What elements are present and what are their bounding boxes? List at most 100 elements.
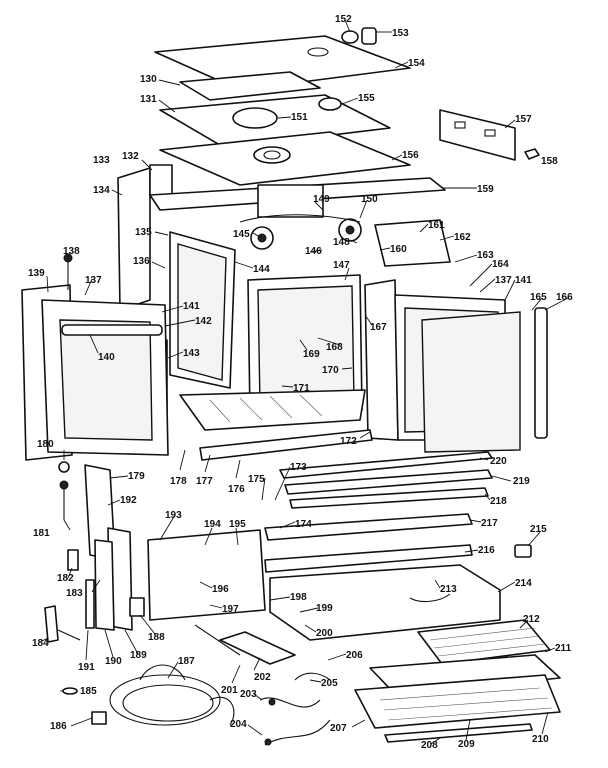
callout-141b: 141 xyxy=(515,275,532,286)
callout-178: 178 xyxy=(170,476,187,487)
callout-137b: 137 xyxy=(495,275,512,286)
lower-frame xyxy=(147,529,266,621)
callout-157: 157 xyxy=(515,114,532,125)
callout-150: 150 xyxy=(361,194,378,205)
top-panel-assembly xyxy=(154,27,540,186)
door-handle-bar xyxy=(61,324,163,336)
wiring-harness xyxy=(62,664,331,746)
callout-162: 162 xyxy=(454,232,471,243)
callout-130: 130 xyxy=(140,74,157,85)
callout-183: 183 xyxy=(66,588,83,599)
callout-187: 187 xyxy=(178,656,195,667)
callout-156: 156 xyxy=(402,150,419,161)
callout-216: 216 xyxy=(478,545,495,556)
callout-131: 131 xyxy=(140,94,157,105)
callout-194: 194 xyxy=(204,519,221,530)
hinge-block xyxy=(149,164,173,198)
broiler-pan xyxy=(369,654,561,695)
callout-191: 191 xyxy=(78,662,95,673)
hinge-184 xyxy=(44,605,59,643)
broiler-rail xyxy=(264,544,473,573)
nut-180 xyxy=(58,461,70,473)
callout-160: 160 xyxy=(390,244,407,255)
callout-174: 174 xyxy=(295,519,312,530)
small-fitting xyxy=(514,544,532,558)
left-door-glass xyxy=(59,319,153,441)
oven-floor xyxy=(179,389,366,431)
callout-179: 179 xyxy=(128,471,145,482)
callout-163: 163 xyxy=(477,250,494,261)
rear-door-frame xyxy=(364,279,399,441)
callout-135: 135 xyxy=(135,227,152,238)
rack-strip xyxy=(384,723,533,743)
callout-184: 184 xyxy=(32,638,49,649)
callout-213: 213 xyxy=(440,584,457,595)
top-panel xyxy=(154,35,411,91)
stem-191 xyxy=(85,579,95,629)
clip xyxy=(524,148,540,160)
callout-205: 205 xyxy=(321,678,338,689)
callout-208: 208 xyxy=(421,740,438,751)
callout-206: 206 xyxy=(346,650,363,661)
callout-145: 145 xyxy=(233,229,250,240)
callout-154: 154 xyxy=(408,58,425,69)
callout-167: 167 xyxy=(370,322,387,333)
left-side-post xyxy=(117,167,151,311)
right-top-bracket xyxy=(374,219,451,267)
callout-188: 188 xyxy=(148,632,165,643)
callout-176: 176 xyxy=(228,484,245,495)
clip-188 xyxy=(129,597,145,617)
connector-186 xyxy=(91,711,107,725)
callout-182: 182 xyxy=(57,573,74,584)
callout-190: 190 xyxy=(105,656,122,667)
callout-181: 181 xyxy=(33,528,50,539)
callout-164: 164 xyxy=(492,259,509,270)
oven-rack xyxy=(354,674,561,729)
callout-196: 196 xyxy=(212,584,229,595)
callout-214: 214 xyxy=(515,578,532,589)
callout-189: 189 xyxy=(130,650,147,661)
callout-165: 165 xyxy=(530,292,547,303)
callout-210: 210 xyxy=(532,734,549,745)
support-bar xyxy=(219,631,296,665)
callout-137a: 137 xyxy=(85,275,102,286)
callout-134: 134 xyxy=(93,185,110,196)
callout-171: 171 xyxy=(293,383,310,394)
callout-207: 207 xyxy=(330,723,347,734)
callout-144: 144 xyxy=(253,264,270,275)
oven-door-assembly xyxy=(179,274,548,461)
callout-193: 193 xyxy=(165,510,182,521)
callout-200: 200 xyxy=(316,628,333,639)
callout-166: 166 xyxy=(556,292,573,303)
burner-tube-220 xyxy=(279,451,493,479)
callout-labels: 152 153 154 130 155 131 151 157 156 158 … xyxy=(28,14,573,751)
callout-138: 138 xyxy=(63,246,80,257)
callout-155: 155 xyxy=(358,93,375,104)
callout-180: 180 xyxy=(37,439,54,450)
callout-159: 159 xyxy=(477,184,494,195)
callout-161: 161 xyxy=(428,220,445,231)
callout-170: 170 xyxy=(322,365,339,376)
burner-tube-219 xyxy=(284,469,493,495)
leader-lines xyxy=(39,19,569,745)
callout-146: 146 xyxy=(305,246,322,257)
callout-147: 147 xyxy=(333,260,350,271)
door-side-strip xyxy=(534,307,548,439)
bottom-trim-panel xyxy=(199,429,373,461)
callout-185: 185 xyxy=(80,686,97,697)
callout-197: 197 xyxy=(222,604,239,615)
callout-152: 152 xyxy=(335,14,352,25)
callout-195: 195 xyxy=(229,519,246,530)
top-frame xyxy=(179,71,321,101)
callout-173: 173 xyxy=(290,462,307,473)
callout-220: 220 xyxy=(490,456,507,467)
grommet-185 xyxy=(62,687,78,695)
broiler-assembly xyxy=(147,451,561,743)
callout-151: 151 xyxy=(291,112,308,123)
callout-149: 149 xyxy=(313,194,330,205)
vent-tube xyxy=(361,27,377,45)
callout-219: 219 xyxy=(513,476,530,487)
callout-175: 175 xyxy=(248,474,265,485)
callout-202: 202 xyxy=(254,672,271,683)
